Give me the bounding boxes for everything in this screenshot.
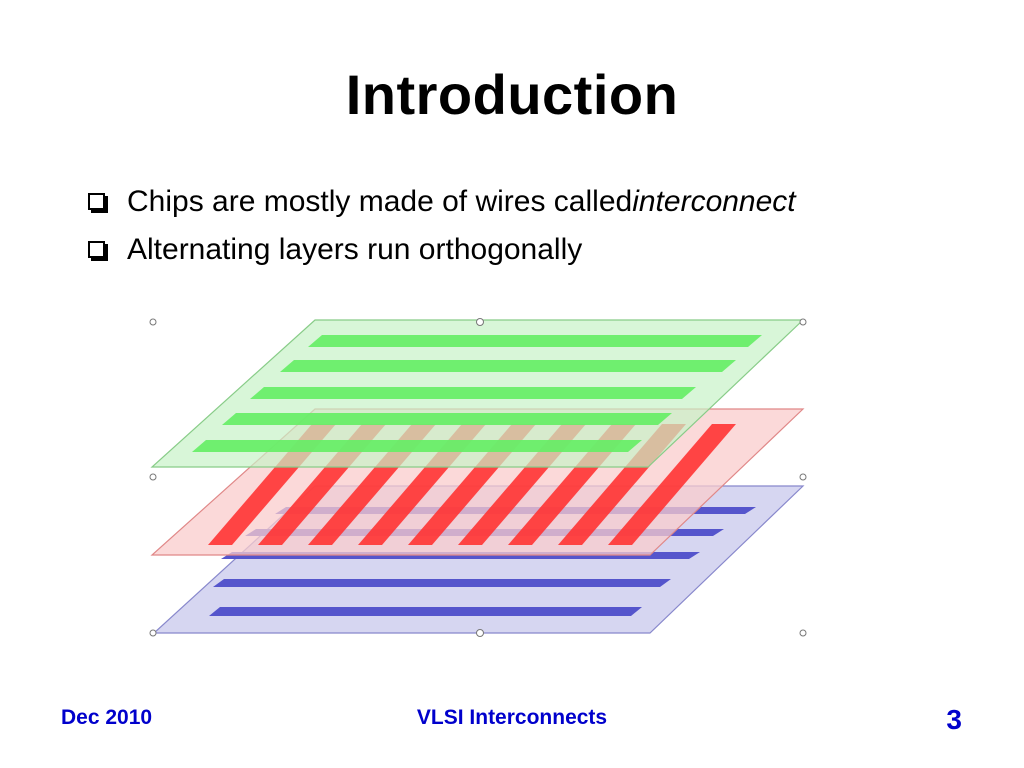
bullet-list: Chips are mostly made of wires called in…	[88, 178, 796, 274]
footer-course-title: VLSI Interconnects	[416, 706, 608, 729]
bottom-wire	[209, 607, 642, 616]
selection-handle	[799, 473, 807, 481]
top-wire	[308, 335, 762, 347]
selection-handle	[149, 629, 157, 637]
bullet-item: Alternating layers run orthogonally	[88, 226, 796, 274]
slide-title: Introduction	[345, 63, 679, 126]
top-layer-wires	[192, 335, 762, 452]
bullet-emphasis: interconnect	[632, 185, 796, 218]
footer-page-number: 3	[946, 704, 962, 735]
selection-handle	[149, 473, 157, 481]
selection-handle	[799, 318, 807, 326]
bullet-text: Chips are mostly made of wires called	[127, 185, 633, 218]
checkbox-bullet-icon	[88, 192, 105, 210]
selection-handle	[799, 629, 807, 637]
selection-handle	[476, 318, 484, 326]
footer-date: Dec 2010	[61, 706, 153, 729]
top-wire	[222, 413, 672, 425]
selection-handle	[476, 629, 484, 637]
top-wire	[192, 440, 642, 452]
selection-handle	[149, 318, 157, 326]
top-metal-layer	[150, 319, 805, 468]
bullet-item: Chips are mostly made of wires called in…	[88, 178, 796, 226]
top-wire	[250, 387, 696, 399]
middle-wire	[608, 424, 736, 545]
bullet-text: Alternating layers run orthogonally	[127, 233, 583, 266]
checkbox-bullet-icon	[88, 240, 105, 258]
top-wire	[280, 360, 736, 372]
bottom-wire	[213, 579, 671, 587]
selection-handles	[149, 318, 807, 637]
